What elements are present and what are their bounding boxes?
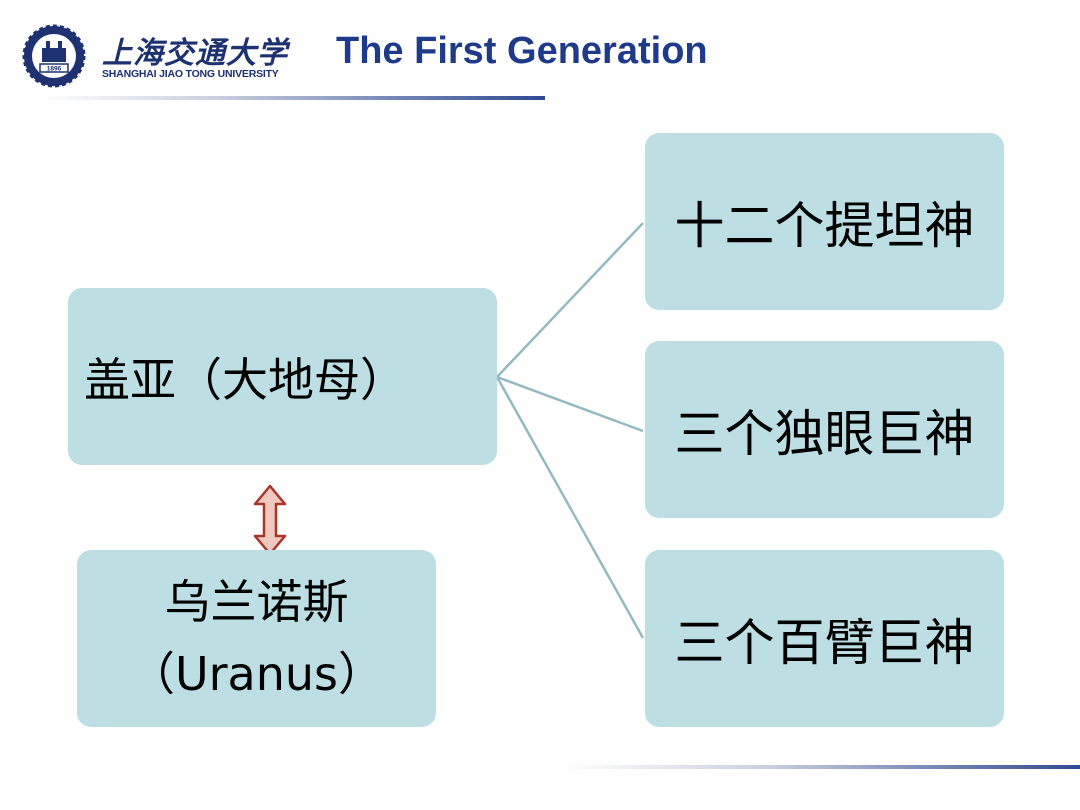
university-seal-icon: 1896 bbox=[22, 24, 86, 88]
connector-line-hecatoncheires bbox=[495, 376, 645, 639]
node-three-cyclopes: 三个独眼巨神 bbox=[645, 341, 1004, 518]
node-hecatoncheires-label: 三个百臂巨神 bbox=[674, 613, 975, 672]
connector-line-titans bbox=[496, 222, 644, 378]
node-uranus-label-en: （Uranus） bbox=[128, 646, 385, 701]
slide-title: The First Generation bbox=[336, 30, 708, 72]
title-underline bbox=[40, 96, 545, 100]
node-uranus-label-cn: 乌兰诺斯 bbox=[164, 575, 349, 630]
node-gaia: 盖亚（大地母） bbox=[68, 288, 497, 465]
node-three-hecatoncheires: 三个百臂巨神 bbox=[645, 550, 1004, 727]
node-uranus: 乌兰诺斯 （Uranus） bbox=[77, 550, 436, 727]
footer-rule bbox=[560, 765, 1080, 769]
double-arrow-icon bbox=[253, 484, 287, 556]
university-logo: 1896 上海交通大学 SHANGHAI JIAO TONG UNIVERSIT… bbox=[22, 24, 287, 88]
university-name-en: SHANGHAI JIAO TONG UNIVERSITY bbox=[102, 68, 279, 80]
university-name-cn: 上海交通大学 bbox=[102, 36, 288, 71]
logo-year: 1896 bbox=[47, 66, 62, 73]
node-titans-label: 十二个提坦神 bbox=[674, 196, 975, 255]
node-twelve-titans: 十二个提坦神 bbox=[645, 133, 1004, 310]
node-cyclopes-label: 三个独眼巨神 bbox=[674, 404, 975, 463]
node-gaia-label: 盖亚（大地母） bbox=[84, 352, 406, 407]
connector-line-cyclopes bbox=[496, 375, 644, 433]
